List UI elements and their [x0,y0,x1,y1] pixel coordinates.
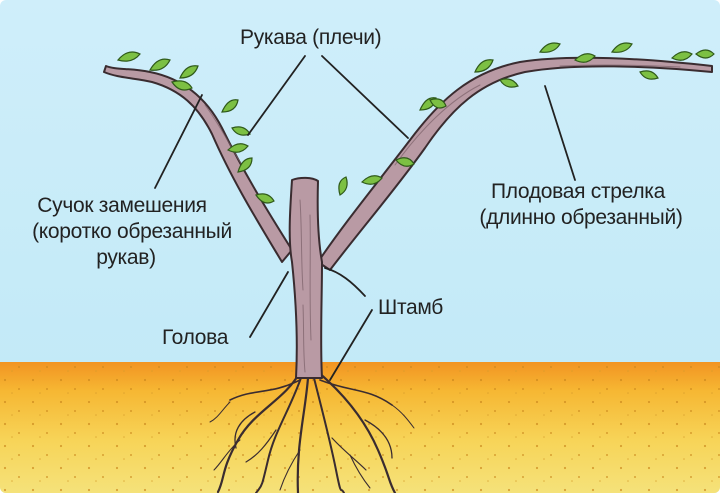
bark-texture [204,64,681,373]
soil [0,362,720,493]
label-spur-line2: (коротко обрезанный [32,220,232,243]
vine-wood [103,56,713,379]
label-spur-line1: Сучок замешения [37,194,207,217]
label-spur-line3: рукав) [96,246,156,269]
label-cane-line2: (длинно обрезанный) [479,206,683,229]
label-head: Голова [162,326,229,349]
label-trunk: Штамб [378,296,444,319]
leaves [116,42,715,204]
leader-lines [154,55,576,381]
label-cane-line1: Плодовая стрелка [490,180,666,203]
label-arms: Рукава (плечи) [240,26,382,49]
roots [209,370,415,493]
